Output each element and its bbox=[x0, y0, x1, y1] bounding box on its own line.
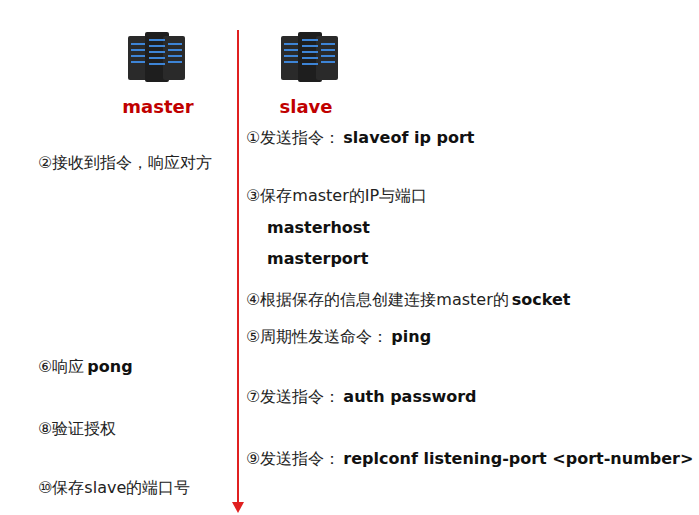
command-text: socket bbox=[512, 290, 571, 309]
step-text: ⑨发送指令： bbox=[246, 449, 340, 468]
timeline-arrowhead bbox=[232, 502, 244, 513]
step-text: ①发送指令： bbox=[246, 128, 340, 147]
command-text: ping bbox=[391, 327, 431, 346]
step-text: ⑧验证授权 bbox=[38, 419, 116, 438]
step-text: ⑥响应 bbox=[38, 357, 84, 376]
timeline-line bbox=[237, 30, 239, 503]
step-text: ③保存master的IP与端口 bbox=[246, 186, 427, 205]
step-text: ⑦发送指令： bbox=[246, 387, 340, 406]
step-text: ④根据保存的信息创建连接master的 bbox=[246, 290, 509, 309]
server-icon bbox=[128, 32, 185, 82]
command-text: slaveof ip port bbox=[343, 128, 474, 147]
role-label: slave bbox=[280, 96, 333, 118]
command-text: pong bbox=[87, 357, 132, 376]
role-label: master bbox=[122, 96, 193, 118]
command-text: masterport bbox=[267, 249, 368, 268]
step-text: ⑩保存slave的端口号 bbox=[38, 478, 190, 497]
server-icon bbox=[281, 32, 338, 82]
step-text: ⑤周期性发送命令： bbox=[246, 327, 388, 346]
command-text: replconf listening-port <port-number> bbox=[343, 449, 693, 468]
step-text: ②接收到指令，响应对方 bbox=[38, 153, 212, 172]
command-text: masterhost bbox=[267, 218, 370, 237]
command-text: auth password bbox=[343, 387, 476, 406]
